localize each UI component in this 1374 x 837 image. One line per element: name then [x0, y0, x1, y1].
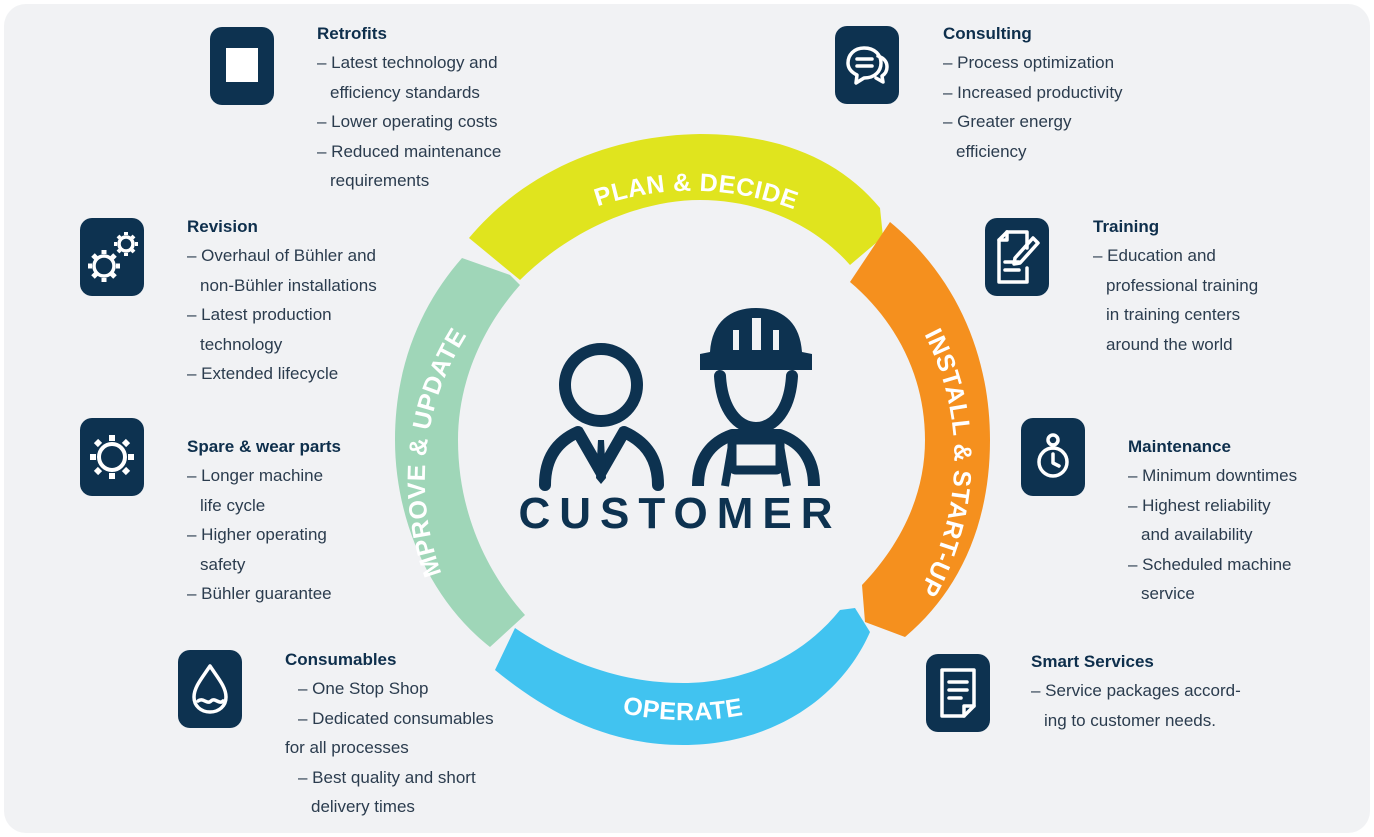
revision-title: Revision — [187, 217, 258, 236]
stopwatch-icon — [1021, 418, 1085, 496]
speech-bubbles-icon — [835, 26, 899, 104]
consumables-line: delivery times — [311, 797, 415, 816]
retrofits-title: Retrofits — [317, 24, 387, 43]
retrofits-line: requirements — [330, 171, 430, 190]
document-pen-icon — [985, 218, 1049, 296]
training-block: Training – Education and professional tr… — [1093, 217, 1258, 359]
spare-parts-line: safety — [200, 554, 246, 574]
customer-label: CUSTOMER — [519, 489, 842, 538]
consumables-line: – Best quality and short — [298, 767, 476, 787]
retrofits-block: Retrofits – Latest technology and effici… — [317, 24, 501, 196]
worker-icon — [692, 308, 820, 487]
training-line: professional training — [1106, 275, 1259, 295]
spare-parts-line: – Bühler guarantee — [187, 584, 332, 603]
install-startup-arc — [850, 222, 990, 637]
consulting-line: – Increased productivity — [943, 82, 1123, 102]
maintenance-line: – Minimum downtimes — [1128, 466, 1298, 485]
smart-services-line: – Service packages accord- — [1031, 681, 1241, 700]
consulting-title: Consulting — [943, 24, 1032, 43]
consumables-title: Consumables — [285, 650, 397, 669]
operate-arc — [495, 608, 870, 745]
consumables-line: – One Stop Shop — [298, 679, 429, 698]
improve-update-arc — [395, 258, 525, 647]
smart-services-line: ing to customer needs. — [1044, 710, 1216, 730]
maintenance-block: Maintenance – Minimum downtimes – Highes… — [1128, 437, 1297, 609]
drop-icon — [178, 650, 242, 728]
maintenance-line: – Highest reliability — [1128, 495, 1271, 515]
revision-line: – Extended lifecycle — [187, 364, 339, 383]
retrofits-line: – Latest technology and — [317, 53, 498, 72]
retrofits-line: – Lower operating costs — [317, 112, 498, 131]
revision-block: Revision – Overhaul of Bühler and non-Bü… — [187, 217, 377, 389]
retrofits-line: efficiency standards — [330, 82, 480, 102]
consumables-block: Consumables – One Stop Shop – Dedicated … — [285, 650, 494, 822]
plan-decide-arc — [469, 134, 883, 280]
revision-line: – Latest production — [187, 305, 332, 324]
revision-line: – Overhaul of Bühler and — [187, 246, 377, 265]
smart-services-title: Smart Services — [1031, 652, 1154, 671]
training-line: around the world — [1106, 334, 1233, 354]
maintenance-line: – Scheduled machine — [1128, 554, 1292, 574]
maintenance-line: service — [1141, 584, 1195, 603]
maintenance-line: and availability — [1141, 525, 1253, 544]
necktie-icon — [596, 440, 606, 484]
retrofits-line: – Reduced maintenance — [317, 141, 502, 161]
training-line: in training centers — [1106, 305, 1241, 324]
spare-parts-line: – Higher operating — [187, 525, 327, 544]
revision-line: technology — [200, 334, 283, 354]
spare-parts-title: Spare & wear parts — [187, 437, 342, 456]
training-line: – Education and — [1093, 246, 1216, 265]
consumables-line: for all processes — [285, 738, 409, 757]
square-icon — [210, 27, 274, 105]
gear-icon — [80, 418, 144, 496]
consulting-block: Consulting – Process optimization – Incr… — [943, 24, 1123, 166]
consulting-line: – Process optimization — [943, 53, 1115, 72]
document-icon — [926, 654, 990, 732]
maintenance-title: Maintenance — [1128, 437, 1231, 456]
consumables-line: – Dedicated consumables — [298, 708, 494, 728]
gears-icon — [80, 218, 144, 296]
consulting-line: efficiency — [956, 141, 1027, 161]
spare-parts-block: Spare & wear parts – Longer machine life… — [187, 437, 341, 609]
spare-parts-line: life cycle — [200, 495, 266, 515]
smart-services-block: Smart Services – Service packages accord… — [1031, 652, 1241, 735]
spare-parts-line: – Longer machine — [187, 466, 324, 485]
revision-line: non-Bühler installations — [200, 275, 377, 295]
training-title: Training — [1093, 217, 1160, 236]
consulting-line: – Greater energy — [943, 112, 1072, 131]
